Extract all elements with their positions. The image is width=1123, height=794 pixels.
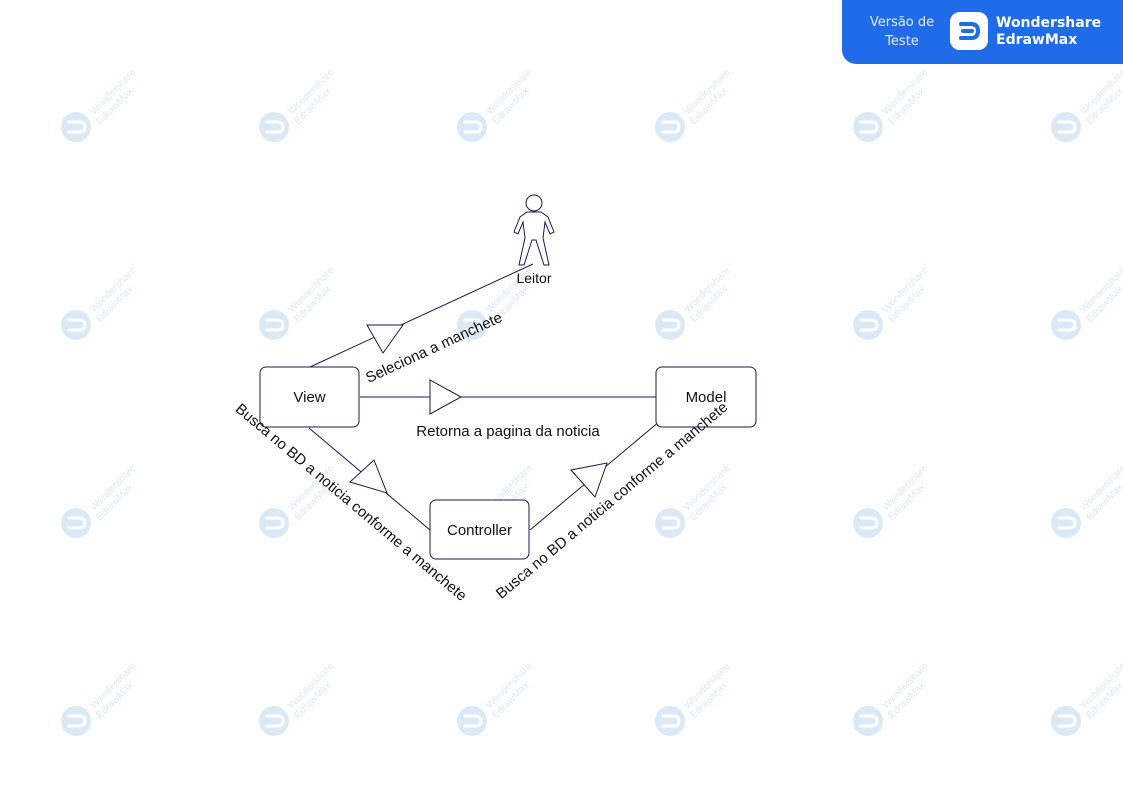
arrow-triangle (429, 379, 463, 415)
brand-name: Wondershare EdrawMax (996, 15, 1101, 49)
arrow-triangle (570, 462, 608, 498)
trial-badge[interactable]: Versão de Teste Wondershare EdrawMax (842, 0, 1123, 64)
node-view[interactable]: View (259, 366, 360, 428)
node-model-label: Model (686, 389, 727, 406)
brand-line1: Wondershare (996, 15, 1102, 31)
node-controller-label: Controller (447, 522, 512, 539)
brand-line2: EdrawMax (996, 32, 1078, 48)
node-view-label: View (293, 389, 325, 406)
trial-label-line1: Versão de (869, 15, 935, 30)
connectors (308, 263, 661, 531)
actor-leitor[interactable]: Leitor (513, 194, 555, 286)
node-model[interactable]: Model (655, 366, 757, 428)
edge-view-leitor[interactable] (309, 263, 534, 368)
trial-label: Versão de Teste (860, 13, 944, 51)
node-controller[interactable]: Controller (429, 499, 530, 560)
arrowheads (349, 324, 608, 498)
stick-figure-icon (513, 194, 555, 266)
edge-label-view-model: Retorna a pagina da noticia (416, 423, 600, 440)
edrawmax-logo-icon (950, 12, 988, 50)
arrow-triangle (366, 324, 404, 354)
arrow-triangle (349, 459, 388, 494)
actor-label: Leitor (516, 270, 551, 286)
trial-label-line2: Teste (885, 34, 919, 49)
